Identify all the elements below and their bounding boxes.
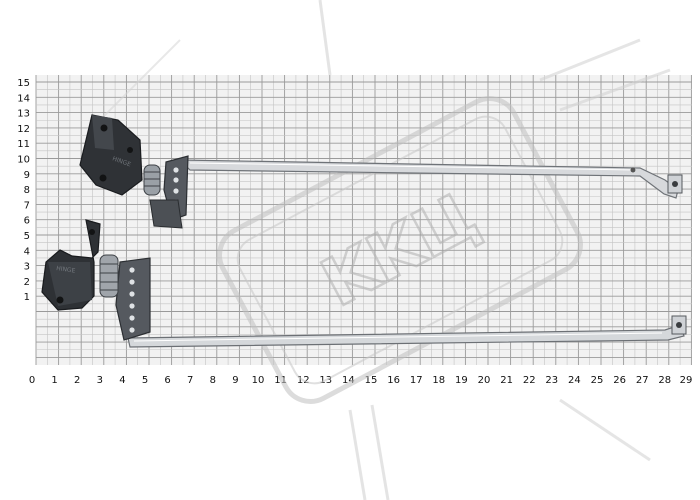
hinge-lower: HINGE: [41, 219, 687, 348]
y-tick-label: 15: [17, 78, 30, 89]
x-tick-label: 21: [500, 375, 513, 386]
x-tick-label: 19: [455, 375, 468, 386]
x-tick-label: 23: [545, 375, 558, 386]
x-tick-label: 27: [636, 375, 649, 386]
y-tick-label: 12: [17, 124, 30, 135]
y-tick-label: 11: [17, 139, 30, 150]
hinge-upper: HINGE: [79, 114, 683, 229]
x-tick-label: 4: [119, 375, 125, 386]
x-tick-label: 24: [568, 375, 581, 386]
lower-hinge-stamp: HINGE: [56, 265, 76, 275]
x-tick-label: 5: [142, 375, 148, 386]
x-tick-label: 29: [680, 375, 693, 386]
x-tick-label: 6: [164, 375, 170, 386]
y-tick-label: 8: [24, 185, 30, 196]
x-tick-label: 7: [187, 375, 193, 386]
y-tick-label: 3: [24, 262, 30, 273]
x-tick-label: 18: [432, 375, 445, 386]
y-tick-label: 7: [24, 200, 30, 211]
x-tick-label: 20: [478, 375, 491, 386]
x-tick-label: 28: [658, 375, 671, 386]
x-tick-label: 15: [365, 375, 378, 386]
y-tick-label: 2: [24, 277, 30, 288]
x-tick-label: 2: [74, 375, 80, 386]
x-tick-label: 10: [252, 375, 265, 386]
y-tick-label: 5: [24, 231, 30, 242]
x-tick-label: 14: [342, 375, 355, 386]
x-tick-label: 26: [613, 375, 626, 386]
x-tick-label: 25: [591, 375, 604, 386]
y-tick-label: 14: [17, 93, 30, 104]
y-tick-label: 10: [17, 155, 30, 166]
x-tick-label: 22: [523, 375, 536, 386]
x-tick-label: 1: [51, 375, 57, 386]
x-tick-label: 3: [97, 375, 103, 386]
y-tick-label: 6: [24, 216, 30, 227]
x-tick-label: 0: [29, 375, 35, 386]
y-tick-label: 9: [24, 170, 30, 181]
x-tick-label: 8: [210, 375, 216, 386]
y-tick-label: 13: [17, 109, 30, 120]
y-tick-label: 1: [24, 292, 30, 303]
x-tick-label: 16: [387, 375, 400, 386]
y-tick-label: 4: [24, 246, 30, 257]
x-tick-label: 17: [410, 375, 423, 386]
x-tick-label: 9: [232, 375, 238, 386]
y-axis-tick-labels: 15 14 13 12 11 10 9 8 7 6 5 4 3 2 1: [17, 78, 30, 303]
